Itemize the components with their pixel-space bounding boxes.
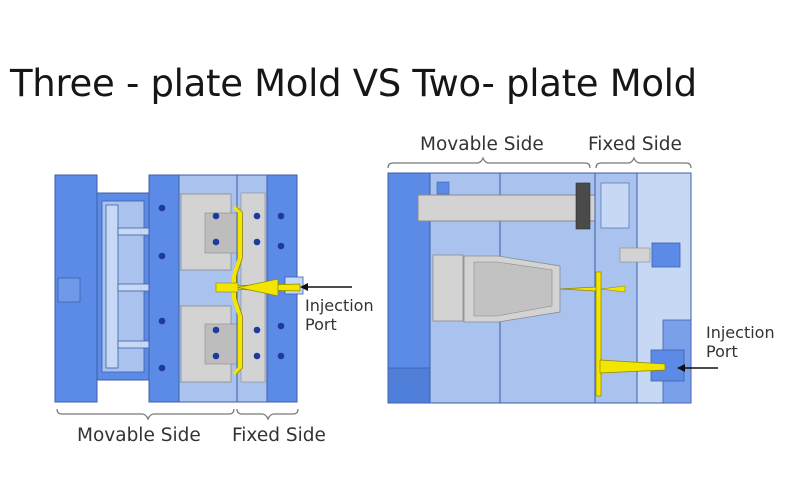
movable-side-brace	[56, 408, 235, 421]
movable-side-label: Movable Side	[420, 134, 544, 155]
movable-side-brace	[387, 156, 591, 169]
core-insert	[204, 323, 238, 365]
injection-port-label-line2: Port	[305, 315, 337, 334]
fixed-side-brace	[595, 156, 692, 169]
bolt-dot	[253, 212, 261, 220]
fixed-plate-block	[619, 247, 651, 263]
core-insert	[473, 261, 553, 317]
two-plate-mold: Movable Side Fixed Side	[387, 134, 775, 404]
ejector-retainer-plate	[105, 204, 119, 369]
bolt-dot	[158, 252, 166, 260]
sprue-melt	[599, 359, 666, 374]
bolt-dot	[212, 212, 220, 220]
core-insert	[204, 212, 238, 254]
bolt-dot	[253, 352, 261, 360]
bolt-dot	[212, 238, 220, 246]
bolt-dot	[277, 242, 285, 250]
injection-arrow-head	[677, 364, 685, 372]
gate-melt	[600, 285, 626, 293]
bolt-dot	[212, 352, 220, 360]
ejector-plate	[432, 254, 464, 322]
bolt-dot	[212, 326, 220, 334]
gate-melt	[559, 286, 597, 292]
clamp-plate-notch	[57, 277, 81, 303]
bolt-dot	[158, 204, 166, 212]
fixed-side-label: Fixed Side	[232, 425, 326, 446]
bolt-dot	[277, 352, 285, 360]
injection-port-label-line1: Injection	[305, 296, 374, 315]
page-title: Three - plate Mold VS Two- plate Mold	[10, 62, 697, 105]
fixed-side-brace	[236, 408, 299, 421]
cavity-insert	[600, 182, 630, 229]
three-plate-mold: Injection Port Movable Side Fixed Side	[54, 174, 374, 446]
fixed-plate-block	[651, 242, 681, 268]
clamp-lower-block	[387, 367, 431, 404]
injection-arrow-head	[300, 283, 308, 291]
runner-melt	[595, 271, 602, 397]
sprue-cone-melt	[237, 278, 279, 297]
bolt-dot	[253, 238, 261, 246]
injection-port-label-line2: Port	[706, 342, 738, 361]
fixed-side-label: Fixed Side	[588, 134, 682, 155]
guide-bushing	[575, 182, 591, 230]
bolt-dot	[277, 322, 285, 330]
bolt-dot	[158, 364, 166, 372]
bolt-dot	[253, 326, 261, 334]
movable-side-label: Movable Side	[77, 425, 201, 446]
injection-port-label-line1: Injection	[706, 323, 775, 342]
guide-bushing	[436, 181, 450, 195]
runner-connector	[215, 282, 239, 293]
bolt-dot	[277, 212, 285, 220]
bolt-dot	[158, 317, 166, 325]
